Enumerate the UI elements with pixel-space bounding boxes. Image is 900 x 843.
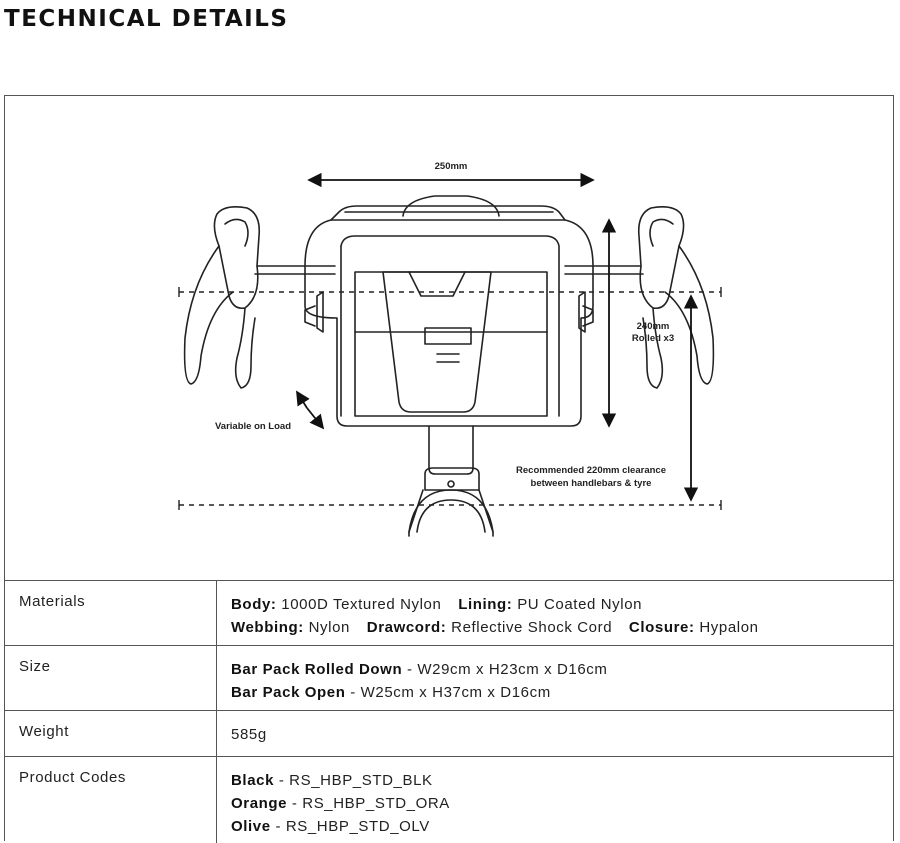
black-code: - RS_HBP_STD_BLK xyxy=(279,772,433,789)
lining-value: PU Coated Nylon xyxy=(517,596,642,613)
codes-value: Black - RS_HBP_STD_BLK Orange - RS_HBP_S… xyxy=(217,757,894,843)
olive-key: Olive xyxy=(231,818,271,835)
webbing-key: Webbing: xyxy=(231,619,304,636)
handlebar-bag-illustration: 250mm 240mm Rolled x3 Variable on Load R… xyxy=(5,96,893,580)
black-key: Black xyxy=(231,772,274,789)
weight-text: 585g xyxy=(231,723,893,746)
width-label: 250mm xyxy=(435,161,468,172)
clearance-label: Recommended 220mm clearance xyxy=(516,465,666,476)
orange-key: Orange xyxy=(231,795,287,812)
rolled-down-key: Bar Pack Rolled Down xyxy=(231,661,402,678)
height-label: 240mm xyxy=(637,321,670,332)
drawcord-key: Drawcord: xyxy=(367,619,447,636)
orange-code: - RS_HBP_STD_ORA xyxy=(292,795,450,812)
body-value: 1000D Textured Nylon xyxy=(281,596,441,613)
closure-key: Closure: xyxy=(629,619,695,636)
clearance-label-sub: between handlebars & tyre xyxy=(531,478,652,489)
strap-drawing xyxy=(383,272,491,412)
lining-key: Lining: xyxy=(458,596,512,613)
codes-label: Product Codes xyxy=(5,757,217,843)
closure-value: Hypalon xyxy=(699,619,758,636)
table-row-size: Size Bar Pack Rolled Down - W29cm x H23c… xyxy=(5,646,893,711)
weight-value: 585g xyxy=(217,711,894,757)
dimension-diagram: 250mm 240mm Rolled x3 Variable on Load R… xyxy=(5,96,893,580)
table-row-materials: Materials Body: 1000D Textured Nylon Lin… xyxy=(5,581,893,646)
rolled-down-value: - W29cm x H23cm x D16cm xyxy=(407,661,608,678)
materials-value: Body: 1000D Textured Nylon Lining: PU Co… xyxy=(217,581,894,646)
webbing-value: Nylon xyxy=(309,619,350,636)
bag-drawing xyxy=(305,206,593,426)
page-title: TECHNICAL DETAILS xyxy=(4,6,288,32)
technical-details-panel: 250mm 240mm Rolled x3 Variable on Load R… xyxy=(4,95,894,841)
body-key: Body: xyxy=(231,596,277,613)
variable-label: Variable on Load xyxy=(215,421,291,432)
open-key: Bar Pack Open xyxy=(231,684,346,701)
drawcord-value: Reflective Shock Cord xyxy=(451,619,612,636)
table-row-weight: Weight 585g xyxy=(5,711,893,757)
open-value: - W25cm x H37cm x D16cm xyxy=(350,684,551,701)
size-label: Size xyxy=(5,646,217,711)
weight-label: Weight xyxy=(5,711,217,757)
olive-code: - RS_HBP_STD_OLV xyxy=(275,818,429,835)
size-value: Bar Pack Rolled Down - W29cm x H23cm x D… xyxy=(217,646,894,711)
materials-label: Materials xyxy=(5,581,217,646)
table-row-product-codes: Product Codes Black - RS_HBP_STD_BLK Ora… xyxy=(5,757,893,843)
stem-drawing xyxy=(409,426,493,536)
height-label-sub: Rolled x3 xyxy=(632,333,674,344)
specs-table: Materials Body: 1000D Textured Nylon Lin… xyxy=(5,580,893,843)
